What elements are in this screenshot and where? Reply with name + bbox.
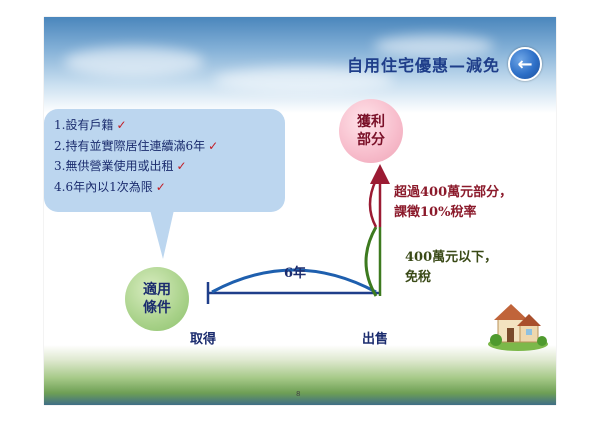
profit-circle: 獲利 部分 bbox=[339, 99, 403, 163]
check-icon: ✓ bbox=[176, 159, 187, 173]
condition-text: 1.設有戶籍 bbox=[54, 118, 114, 132]
condition-item: 2.持有並實際居住連續滿6年✓ bbox=[54, 136, 218, 157]
conditions-circle: 適用 條件 bbox=[125, 267, 189, 331]
page-title: 自用住宅優惠—減免 bbox=[346, 56, 500, 75]
condition-text: 2.持有並實際居住連續滿6年 bbox=[54, 138, 206, 153]
sky-background bbox=[44, 17, 556, 113]
duration-label: 6年 bbox=[284, 266, 307, 281]
condition-item: 4.6年內以1次為限✓ bbox=[54, 177, 218, 198]
conditions-bubble bbox=[44, 109, 285, 212]
page-number: 8 bbox=[296, 390, 301, 398]
check-icon: ✓ bbox=[208, 138, 219, 153]
condition-item: 1.設有戶籍✓ bbox=[54, 115, 218, 136]
under-amount-label-line2: 免稅 bbox=[405, 270, 432, 285]
sell-label: 出售 bbox=[362, 332, 389, 347]
acquire-label: 取得 bbox=[190, 332, 217, 347]
grass-background bbox=[44, 345, 556, 405]
condition-text: 4.6年內以1次為限 bbox=[54, 179, 153, 194]
over-amount-label-line2: 課徵10%稅率 bbox=[394, 205, 477, 220]
conditions-list: 1.設有戶籍✓ 2.持有並實際居住連續滿6年✓ 3.無供營業使用或出租✓ 4.6… bbox=[54, 115, 218, 197]
header: 自用住宅優惠—減免 ← bbox=[347, 47, 542, 81]
condition-text: 3.無供營業使用或出租 bbox=[54, 159, 174, 173]
check-icon: ✓ bbox=[116, 118, 127, 132]
check-icon: ✓ bbox=[155, 179, 166, 194]
back-arrow-button[interactable]: ← bbox=[508, 47, 542, 81]
under-amount-label-line1: 400萬元以下， bbox=[405, 250, 498, 265]
house-icon bbox=[488, 304, 548, 351]
over-amount-label-line1: 超過400萬元部分， bbox=[394, 185, 513, 200]
slide bbox=[44, 17, 556, 405]
arrow-left-icon: ← bbox=[517, 53, 533, 75]
condition-item: 3.無供營業使用或出租✓ bbox=[54, 156, 218, 177]
